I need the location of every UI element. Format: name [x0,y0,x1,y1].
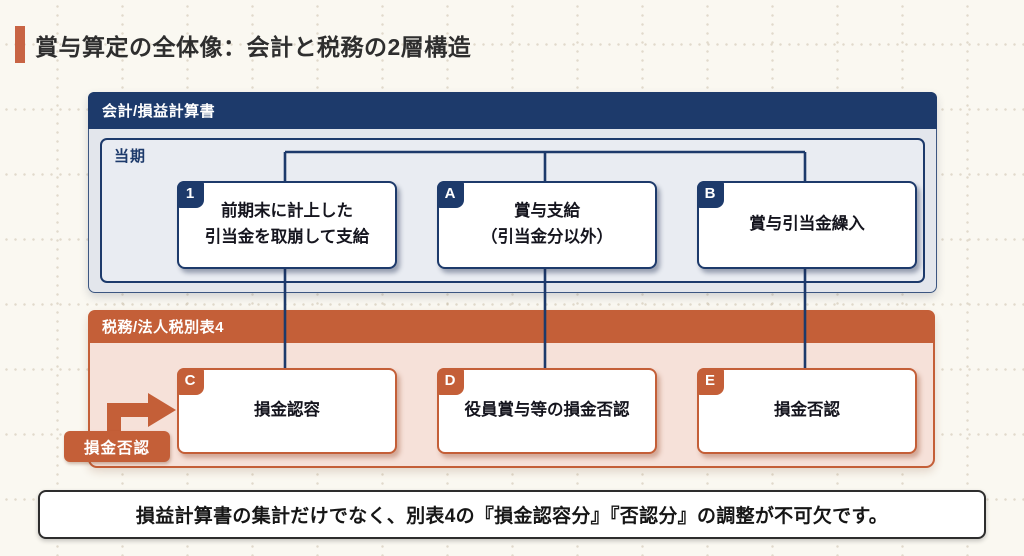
flow-box-e-line-1: 損金否認 [774,401,840,420]
badge-1: 1 [176,180,204,208]
flow-box-c: C 損金認容 [176,367,397,454]
accounting-panel-header: 会計/損益計算書 [88,92,937,129]
flow-box-c-line-1: 損金認容 [254,401,320,420]
flow-box-b-text: 賞与引当金繰入 [749,212,865,238]
flow-box-1-text: 前期末に計上した 引当金を取崩して支給 [205,199,370,250]
flow-box-e-text: 損金否認 [774,398,840,424]
page-title: 賞与算定の全体像：会計と税務の2層構造 [35,34,472,60]
flow-box-e: E 損金否認 [696,367,917,454]
tax-panel-header: 税務/法人税別表4 [88,310,935,343]
flow-box-1-line-1: 前期末に計上した [220,202,353,221]
badge-b: B [696,180,724,208]
badge-d: D [436,367,464,395]
title-accent-bar [15,26,25,63]
flow-box-b: B 賞与引当金繰入 [696,180,917,269]
current-period-label: 当期 [114,148,147,165]
badge-e: E [696,367,724,395]
badge-a: A [436,180,464,208]
flow-box-1-line-2: 引当金を取崩して支給 [204,228,370,246]
badge-c: C [176,367,204,395]
denial-arrow-label: 損金否認 [64,431,170,462]
flow-box-b-line-1: 賞与引当金繰入 [749,215,865,234]
flow-box-a-line-2: （引当金分以外） [481,228,613,246]
flow-box-a: A 賞与支給 （引当金分以外） [436,180,657,269]
flow-box-1: 1 前期末に計上した 引当金を取崩して支給 [176,180,397,269]
flow-box-d-text: 役員賞与等の損金否認 [465,398,630,424]
flow-box-d: D 役員賞与等の損金否認 [436,367,657,454]
flow-box-c-text: 損金認容 [254,398,320,424]
flow-box-d-line-1: 役員賞与等の損金否認 [464,401,630,420]
flow-box-a-text: 賞与支給 （引当金分以外） [481,199,613,250]
summary-note: 損益計算書の集計だけでなく、別表4の『損金認容分』『否認分』の調整が不可欠です。 [38,490,986,539]
flow-box-a-line-1: 賞与支給 [514,202,580,221]
